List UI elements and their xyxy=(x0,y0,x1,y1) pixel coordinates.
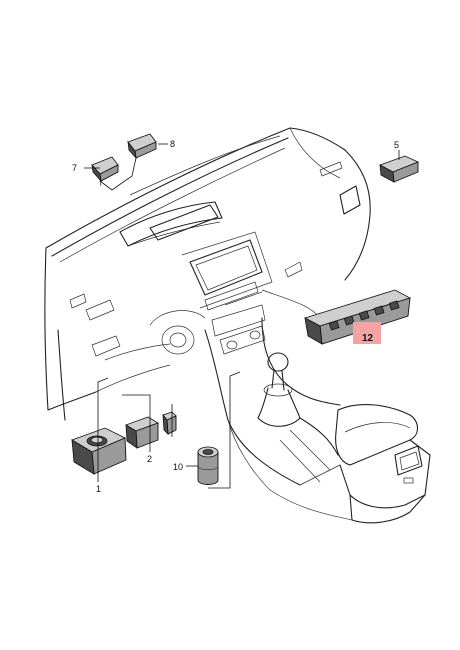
part-10-socket xyxy=(197,446,219,485)
callout-labels: 7 8 5 1 2 10 xyxy=(72,139,399,494)
callout-12-highlight: 12 xyxy=(353,322,381,344)
part-8-cover xyxy=(127,133,157,160)
callout-8: 8 xyxy=(170,139,175,149)
part-7-cover xyxy=(91,156,119,187)
callout-12: 12 xyxy=(362,333,374,344)
dashboard-outline xyxy=(44,127,371,421)
callout-12-box xyxy=(353,322,381,344)
callout-5: 5 xyxy=(394,140,399,150)
callout-10: 10 xyxy=(173,462,183,472)
callout-1: 1 xyxy=(96,484,101,494)
center-console-outline xyxy=(204,304,431,524)
part-12-switch-bank xyxy=(303,289,412,345)
callout-7: 7 xyxy=(72,163,77,173)
part-2-switch-unit xyxy=(125,411,177,449)
callout-2: 2 xyxy=(147,454,152,464)
part-5-connector xyxy=(379,155,420,183)
part-1-light-switch xyxy=(71,427,127,475)
